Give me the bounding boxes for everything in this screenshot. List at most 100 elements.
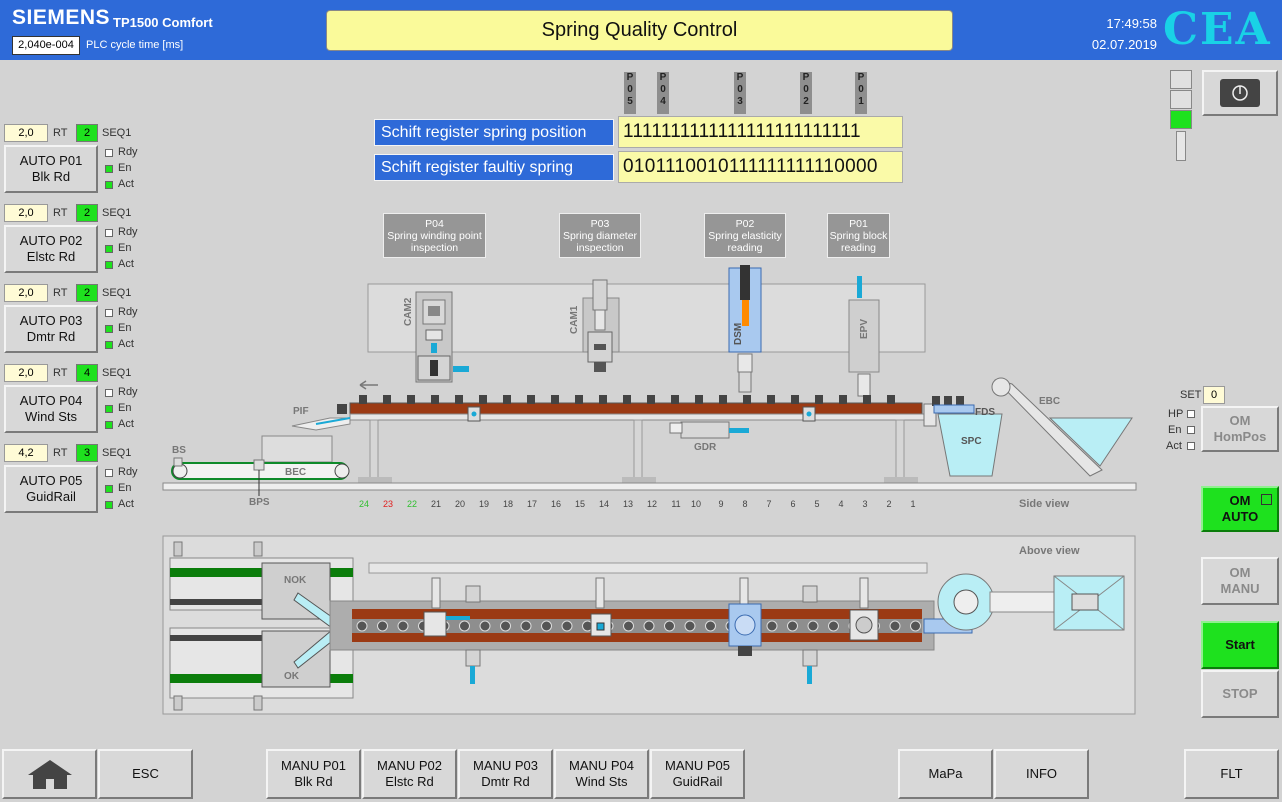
seq-label: SEQ1 — [102, 367, 132, 379]
om-auto-line2: AUTO — [1221, 509, 1259, 524]
auto-station-button[interactable]: AUTO P02 Elstc Rd — [4, 225, 98, 273]
act-indicator — [105, 181, 113, 189]
om-auto-line1: OM — [1229, 493, 1251, 508]
manu-button-line1: MANU P02 — [376, 758, 443, 773]
slot-number: 20 — [454, 499, 465, 509]
esc-button[interactable]: ESC — [98, 749, 193, 799]
manu-button-line1: MANU P01 — [280, 758, 347, 773]
rt-value[interactable]: 2,0 — [4, 284, 48, 302]
en-indicator — [105, 405, 113, 413]
om-manu-line2: MANU — [1220, 581, 1260, 596]
epv-label: EPV — [859, 318, 870, 339]
seq-label: SEQ1 — [102, 287, 132, 299]
start-button[interactable]: Start — [1201, 621, 1279, 669]
rt-label: RT — [53, 287, 68, 299]
auto-station-button[interactable]: AUTO P04 Wind Sts — [4, 385, 98, 433]
cea-logo: CEA — [1163, 4, 1272, 55]
auto-station-button[interactable]: AUTO P03 Dmtr Rd — [4, 305, 98, 353]
auto-button-line1: AUTO P05 — [19, 473, 83, 488]
seq-label: SEQ1 — [102, 207, 132, 219]
auto-button-line1: AUTO P04 — [19, 393, 83, 408]
slot-number: 10 — [690, 499, 701, 509]
station-box-p04[interactable]: P04 Spring winding point inspection — [383, 213, 486, 258]
auto-button-line2: Elstc Rd — [26, 249, 76, 264]
auto-station-button[interactable]: AUTO P01 Blk Rd — [4, 145, 98, 193]
nok-label: NOK — [284, 575, 307, 586]
manu-station-button[interactable]: MANU P04 Wind Sts — [554, 749, 649, 799]
act-label: Act — [118, 498, 134, 510]
manu-button-line2: GuidRail — [672, 774, 723, 789]
seq-number: 4 — [76, 364, 98, 382]
slot-number: 22 — [406, 499, 417, 509]
manu-station-button[interactable]: MANU P01 Blk Rd — [266, 749, 361, 799]
stop-button[interactable]: STOP — [1201, 670, 1279, 718]
slot-number: 24 — [358, 499, 369, 509]
rt-value[interactable]: 2,0 — [4, 124, 48, 142]
slot-number: 15 — [574, 499, 585, 509]
station-box-p03[interactable]: P03 Spring diameter inspection — [559, 213, 641, 258]
rt-value[interactable]: 2,0 — [4, 204, 48, 222]
dsm-device — [728, 265, 762, 393]
manu-station-button[interactable]: MANU P02 Elstc Rd — [362, 749, 457, 799]
act-label: Act — [118, 338, 134, 350]
cam1-label: CAM1 — [569, 305, 580, 334]
status-lamp-1 — [1170, 70, 1192, 89]
om-auto-indicator — [1261, 494, 1272, 505]
position-register-value: 1111111111111111111111111 — [618, 116, 903, 148]
en-label: En — [118, 482, 132, 494]
panel-model: TP1500 Comfort — [113, 15, 213, 30]
rt-value[interactable]: 2,0 — [4, 364, 48, 382]
station-desc: Spring block — [829, 229, 888, 242]
rdy-indicator — [105, 389, 113, 397]
cam2-label: CAM2 — [403, 297, 414, 326]
station-box-p02[interactable]: P02 Spring elasticity reading — [704, 213, 786, 258]
act-indicator — [105, 341, 113, 349]
en-indicator — [105, 485, 113, 493]
cam1-device — [582, 279, 620, 372]
auto-station-button[interactable]: AUTO P05 GuidRail — [4, 465, 98, 513]
en-label: En — [1168, 424, 1182, 436]
rt-value[interactable]: 4,2 — [4, 444, 48, 462]
manu-station-button[interactable]: MANU P05 GuidRail — [650, 749, 745, 799]
header-bar: SIEMENS TP1500 Comfort 2,040e-004 PLC cy… — [0, 0, 1282, 60]
rt-label: RT — [53, 367, 68, 379]
slot-number: 5 — [814, 499, 820, 509]
mapa-button[interactable]: MaPa — [898, 749, 993, 799]
info-button[interactable]: INFO — [994, 749, 1089, 799]
seq-label: SEQ1 — [102, 127, 132, 139]
flt-button[interactable]: FLT — [1184, 749, 1279, 799]
rdy-indicator — [105, 469, 113, 477]
slot-number: 7 — [766, 499, 772, 509]
bps-label: BPS — [249, 497, 270, 508]
om-manu-button[interactable]: OM MANU — [1201, 557, 1279, 605]
om-auto-button[interactable]: OM AUTO — [1201, 486, 1279, 532]
plc-cycle-label: PLC cycle time [ms] — [86, 39, 184, 51]
slot-number: 11 — [671, 499, 681, 509]
rdy-label: Rdy — [118, 306, 138, 318]
home-button[interactable] — [2, 749, 97, 799]
en-indicator — [1187, 426, 1195, 434]
station-id: P02 — [735, 217, 755, 230]
om-hompos-button[interactable]: OM HomPos — [1201, 406, 1279, 452]
auto-button-line2: Wind Sts — [24, 409, 77, 424]
station-backplate — [367, 283, 926, 353]
station-desc: inspection — [410, 241, 459, 254]
manu-button-line1: MANU P03 — [472, 758, 539, 773]
set-value[interactable]: 0 — [1203, 386, 1225, 404]
act-indicator — [105, 501, 113, 509]
en-indicator — [105, 325, 113, 333]
manu-button-line2: Elstc Rd — [385, 774, 434, 789]
station-desc: Spring winding point — [387, 229, 482, 242]
manu-station-button[interactable]: MANU P03 Dmtr Rd — [458, 749, 553, 799]
gdr-label: GDR — [694, 442, 717, 453]
manu-button-line2: Wind Sts — [575, 774, 628, 789]
om-manu-line1: OM — [1229, 565, 1251, 580]
station-box-p01[interactable]: P01 Spring block reading — [827, 213, 890, 258]
en-indicator — [105, 165, 113, 173]
pif-label: PIF — [293, 406, 309, 417]
fds-label: FDS — [975, 407, 995, 418]
slot-number: 3 — [862, 499, 868, 509]
power-button[interactable] — [1202, 70, 1278, 116]
